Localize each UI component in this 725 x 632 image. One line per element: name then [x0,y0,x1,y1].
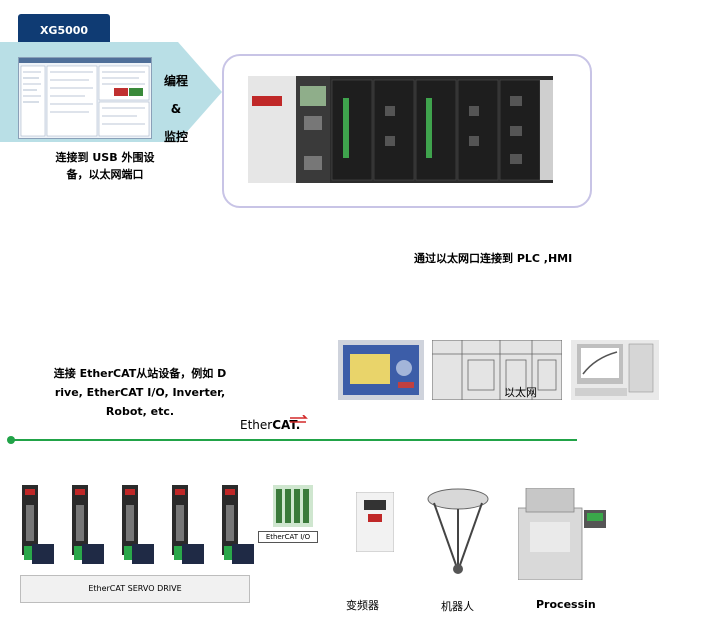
servo-drive-icon [22,485,38,555]
monitoring-text: 监控 [163,130,188,144]
ethercat-logo-prefix: Ether [240,418,273,432]
usb-line-2: 备，以太网端口 [66,168,144,181]
servo-motor-icon [124,544,154,564]
programming-label: 编程 & 监控 [158,67,194,151]
ampersand-text: & [170,102,182,116]
software-name: XG5000 [39,24,89,37]
servo-motor-icon [24,544,54,564]
ethercat-slaves-line-1: 连接 EtherCAT从站设备，例如 D [53,367,227,380]
servo-drive-icon [172,485,188,555]
ethercat-slaves-line-2: rive, EtherCAT I/O, Inverter, [54,386,226,399]
ethercat-slaves-label: 连接 EtherCAT从站设备，例如 D rive, EtherCAT I/O,… [40,364,240,421]
usb-line-1: 连接到 USB 外围设 [55,151,155,164]
plc-rack-icon [248,76,553,183]
servo-drive-icon [122,485,138,555]
servo-motor-icon [174,544,204,564]
processing-label: Processin [536,598,596,611]
ethercat-arrows-icon [290,415,308,423]
inverter-label: 变频器 [346,599,379,612]
servo-motor-icon [74,544,104,564]
servo-drive-icon [72,485,88,555]
servo-drive-icon [222,485,238,555]
servo-motor-icon [224,544,254,564]
plc-cabinet-icon [432,340,562,400]
pc-workstation-icon [571,340,659,400]
ethernet-connect-label: 通过以太网口连接到 PLC ,HMI [414,252,573,265]
servo-drive-plate: EtherCAT SERVO DRIVE [20,575,250,603]
plc-frame [222,54,592,208]
usb-connection-label: 连接到 USB 外围设 备，以太网端口 [30,149,180,183]
ethercat-bus-start [7,436,15,444]
processing-machine-icon [518,488,606,580]
programming-text: 编程 [163,74,188,88]
inverter-icon [356,492,394,552]
servo-drive-label: EtherCAT SERVO DRIVE [88,584,182,593]
robot-label: 机器人 [441,600,474,613]
software-screenshot [18,57,152,139]
ethercat-slaves-line-3: Robot, etc. [105,405,175,418]
ethercat-bus-line [10,439,577,441]
io-module-icon [273,485,313,527]
ethercat-io-label: EtherCAT I/O [258,531,318,543]
delta-robot-icon [427,488,489,574]
hmi-panel-icon [338,340,424,400]
ethernet-label: 以太网 [504,386,537,399]
